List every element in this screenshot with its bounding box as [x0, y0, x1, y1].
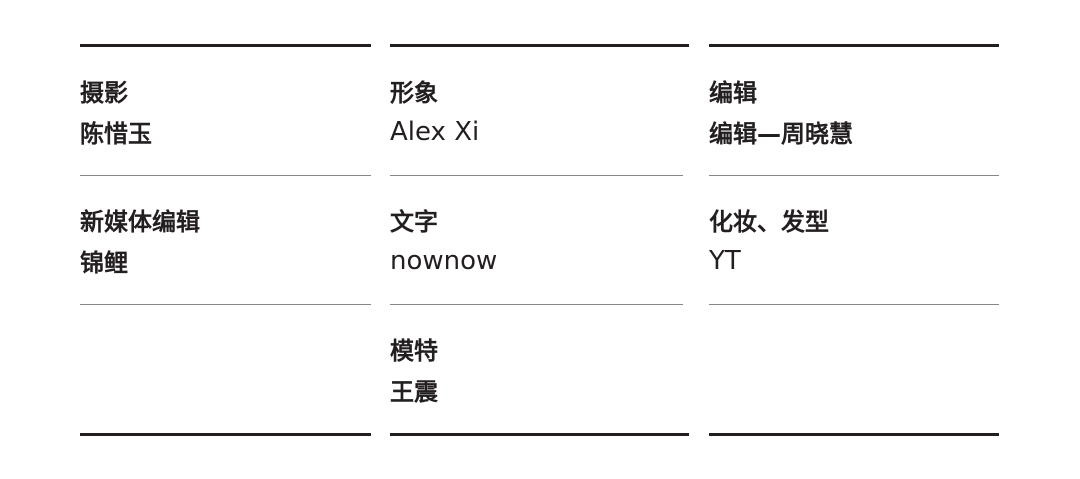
divider [709, 304, 999, 305]
credit-name: YT [709, 246, 741, 276]
credit-role: 新媒体编辑 [80, 208, 200, 236]
divider [709, 175, 999, 176]
credit-cell-empty [80, 305, 371, 433]
credit-name: 陈惜玉 [80, 120, 152, 148]
credit-cell: 编辑 编辑—周晓慧 [709, 47, 999, 175]
credit-role: 模特 [390, 337, 438, 365]
top-rule [80, 44, 371, 47]
credit-role: 形象 [390, 79, 438, 107]
bottom-rule [390, 433, 689, 436]
divider [390, 175, 683, 176]
divider [80, 304, 371, 305]
credit-name: Alex Xi [390, 117, 480, 147]
bottom-rule [709, 433, 999, 436]
credit-cell: 模特 王震 [390, 305, 689, 433]
credit-cell: 文字 nownow [390, 176, 689, 304]
credit-cell: 摄影 陈惜玉 [80, 47, 371, 175]
top-rule [390, 44, 689, 47]
divider [390, 304, 683, 305]
credit-role: 化妆、发型 [709, 208, 829, 236]
credits-column-3: 编辑 编辑—周晓慧 化妆、发型 YT [709, 44, 999, 436]
credit-cell: 新媒体编辑 锦鲤 [80, 176, 371, 304]
credits-column-1: 摄影 陈惜玉 新媒体编辑 锦鲤 [80, 44, 371, 436]
divider [80, 175, 371, 176]
credit-name: 编辑—周晓慧 [709, 120, 853, 148]
top-rule [709, 44, 999, 47]
bottom-rule [80, 433, 371, 436]
credit-name: 王震 [390, 378, 438, 406]
credits-column-2: 形象 Alex Xi 文字 nownow 模特 王震 [390, 44, 689, 436]
credit-cell: 形象 Alex Xi [390, 47, 689, 175]
credit-name: nownow [390, 246, 498, 276]
credit-name: 锦鲤 [80, 249, 128, 277]
credit-role: 编辑 [709, 79, 757, 107]
credit-role: 文字 [390, 208, 438, 236]
credit-role: 摄影 [80, 79, 128, 107]
credit-cell: 化妆、发型 YT [709, 176, 999, 304]
credit-cell-empty [709, 305, 999, 433]
